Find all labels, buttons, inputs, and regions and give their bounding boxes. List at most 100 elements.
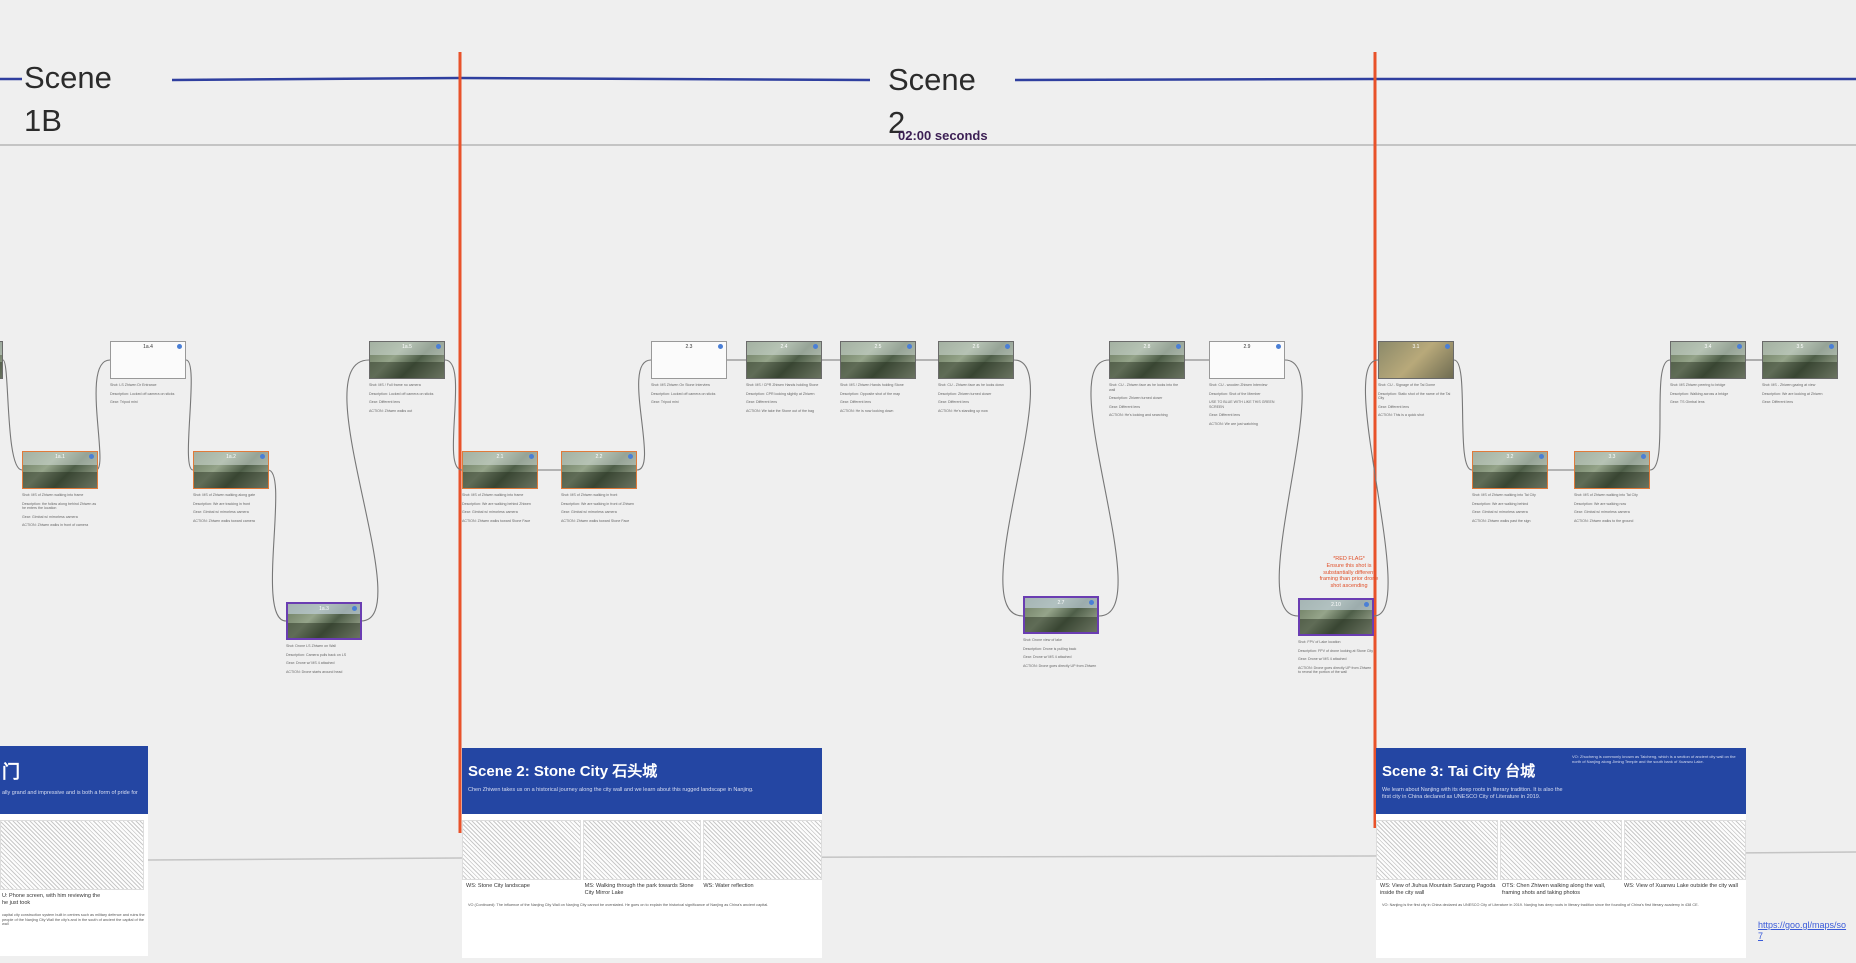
shot-card[interactable]: 1a.1 Shot: MS of Zhiwen walking into fra… <box>22 451 98 532</box>
panel-caption: WS: Stone City landscape <box>466 883 530 889</box>
panel-title: Scene 2: Stone City 石头城 <box>468 763 658 780</box>
scene-1b-heading[interactable]: Scene 1B <box>22 56 114 142</box>
shot-thumbnail: 2.8 <box>1109 341 1185 379</box>
shot-thumbnail: 1a.1 <box>22 451 98 489</box>
shot-card[interactable]: 3.3 Shot: MS of Zhiwen walking into Tai … <box>1574 451 1650 527</box>
panel-caption: WS: Water reflection <box>703 883 754 889</box>
red-flag-note: *RED FLAG* Ensure this shot is substanti… <box>1319 556 1379 590</box>
shot-notes: Shot: CU - Zhiwen face as he looks into … <box>1109 383 1179 418</box>
shot-thumbnail: 2.5 <box>840 341 916 379</box>
shot-thumbnail: 2.3 <box>651 341 727 379</box>
scene-1-panel[interactable]: 门 ally grand and impressive and is both … <box>0 746 148 956</box>
shot-thumbnail: 2.9 <box>1209 341 1285 379</box>
panel-caption: WS: View of Jiuhua Mountain Sanzang Pago… <box>1380 883 1496 896</box>
panel-caption-row: WS: View of Jiuhua Mountain Sanzang Pago… <box>1376 880 1746 899</box>
shot-thumbnail: 1a.5 <box>369 341 445 379</box>
shot-card[interactable]: 1a.2 Shot: MS of Zhiwen walking along ga… <box>193 451 269 527</box>
shot-thumbnail: 1a.2 <box>193 451 269 489</box>
panel-sketch-image <box>703 820 822 880</box>
panel-subtitle: Chen Zhiwen takes us on a historical jou… <box>468 787 754 793</box>
panel-sketch-image <box>0 820 144 890</box>
panel-caption: WS: View of Xuanwu Lake outside the city… <box>1624 883 1738 889</box>
shot-thumbnail: 3.3 <box>1574 451 1650 489</box>
shot-card[interactable]: 3.2 Shot: MS of Zhiwen walking into Tai … <box>1472 451 1548 527</box>
scene-line <box>1014 77 1856 82</box>
shot-card[interactable]: 2.5 Shot: MS / Zhiwen Hands holding Ston… <box>840 341 916 417</box>
shot-card[interactable]: 2.1 Shot: MS of Zhiwen walking into fram… <box>462 451 538 527</box>
shot-card[interactable]: 2.4 Shot: MS / CPR Zhiwen Hands holding … <box>746 341 822 417</box>
panel-caption: U: Phone screen, with him reviewing the … <box>2 893 101 906</box>
shot-notes: Shot: MS / CPR Zhiwen Hands holding Ston… <box>746 383 819 413</box>
panel-sketch-image <box>1376 820 1498 880</box>
panel-sketch-image <box>462 820 581 880</box>
shot-thumbnail: 2.1 <box>462 451 538 489</box>
shot-thumbnail: 2.4 <box>746 341 822 379</box>
shot-thumbnail: 2.7 <box>1023 596 1099 634</box>
panel-caption: OTS: Chen Zhiwen walking along the wall,… <box>1502 883 1606 896</box>
panel-sketch-image <box>1624 820 1746 880</box>
shot-card[interactable]: 2.6 Shot: CU - Zhiwen face as he looks d… <box>938 341 1014 417</box>
shot-card[interactable] <box>0 341 3 379</box>
map-link[interactable]: https://goo.gl/maps/so 7 <box>1758 920 1847 941</box>
shot-card[interactable]: 2.8 Shot: CU - Zhiwen face as he looks i… <box>1109 341 1185 422</box>
shot-thumbnail: 2.10 <box>1298 598 1374 636</box>
panel-sketch-row <box>1376 820 1746 880</box>
panel-caption-row: WS: Stone City landscape MS: Walking thr… <box>462 880 822 899</box>
shot-thumbnail: 1a.3 <box>286 602 362 640</box>
scene-2-duration: 02:00 seconds <box>898 128 988 143</box>
shot-thumbnail: 3.2 <box>1472 451 1548 489</box>
panel-title: Scene 3: Tai City 台城 <box>1382 763 1536 780</box>
shot-thumbnail: 3.4 <box>1670 341 1746 379</box>
scene-3-panel[interactable]: Scene 3: Tai City 台城 We learn about Nanj… <box>1376 748 1746 958</box>
shot-thumbnail: 3.1 <box>1378 341 1454 379</box>
panel-voiceover: VO (Continued): The influence of the Nan… <box>468 903 769 907</box>
scene-line <box>171 76 871 82</box>
panel-sketch-image <box>1500 820 1622 880</box>
scene-2-heading[interactable]: Scene 2 <box>886 58 978 144</box>
shot-thumbnail <box>0 341 3 379</box>
panel-header: Scene 2: Stone City 石头城 Chen Zhiwen take… <box>462 748 822 814</box>
panel-caption: MS: Walking through the park towards Sto… <box>584 883 694 896</box>
panel-subtitle: ally grand and impressive and is both a … <box>2 790 138 796</box>
panel-voiceover: capital city construction system built i… <box>2 913 145 927</box>
shot-thumbnail: 2.6 <box>938 341 1014 379</box>
panel-title: 门 <box>2 762 20 782</box>
panel-header: Scene 3: Tai City 台城 We learn about Nanj… <box>1376 748 1746 814</box>
shot-notes: Shot: MS of Zhiwen walking into Tai City… <box>1472 493 1536 523</box>
shot-thumbnail: 3.5 <box>1762 341 1838 379</box>
panel-subtitle: We learn about Nanjing with its deep roo… <box>1382 787 1563 800</box>
shot-notes: Shot: MS of Zhiwen walking into Tai City… <box>1574 493 1638 523</box>
shot-thumbnail: 1a.4 <box>110 341 186 379</box>
shot-thumbnail: 2.2 <box>561 451 637 489</box>
scene-2-panel[interactable]: Scene 2: Stone City 石头城 Chen Zhiwen take… <box>462 748 822 958</box>
panel-sketch-image <box>582 820 702 880</box>
panel-voiceover: VO: Nanjing is the first city in China d… <box>1382 903 1699 907</box>
